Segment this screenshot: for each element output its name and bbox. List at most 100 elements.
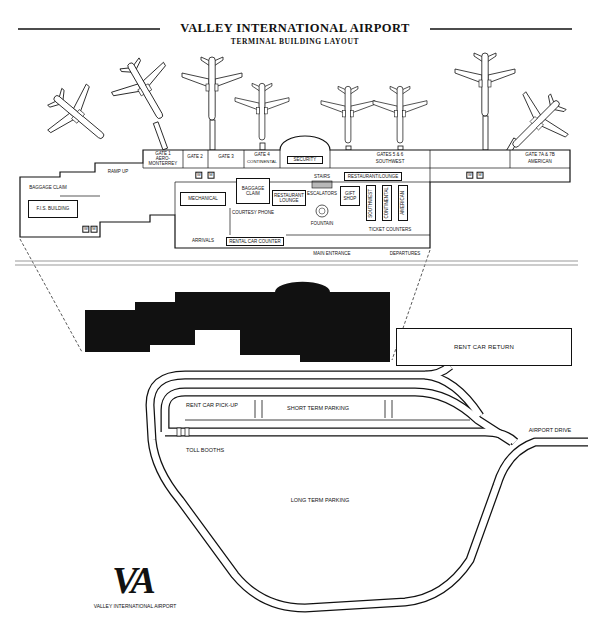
restroom-marker: M	[477, 172, 484, 179]
road	[150, 375, 588, 608]
room-name: BAGGAGE CLAIM	[238, 186, 269, 196]
airline-label: CONTINENTAL	[247, 160, 277, 165]
title-rule	[430, 28, 572, 29]
airplanes	[321, 86, 375, 143]
road-label: TOLL BOOTHS	[185, 447, 225, 453]
road-surface	[425, 375, 480, 416]
room-box: CONTINENTAL	[382, 185, 392, 221]
terminal-walls	[143, 168, 570, 169]
terminal-walls	[60, 196, 100, 197]
terminal-outline	[20, 136, 570, 248]
terminal-walls	[175, 182, 430, 183]
room-box: RENT CAR RETURN	[396, 328, 572, 366]
room-box: GIFT SHOP	[340, 186, 360, 206]
parking-label: SHORT TERM PARKING	[286, 405, 350, 411]
area-label: COURTESY PHONE	[232, 210, 274, 215]
gate-label: GATE 7A & 7B	[525, 152, 554, 157]
room-name: SECURITY	[294, 157, 317, 162]
jetway	[483, 116, 488, 150]
road-surface	[150, 366, 588, 608]
room-box: BAGGAGE CLAIM	[236, 178, 270, 204]
room-name: RESTAURANT LOUNGE	[274, 193, 305, 203]
airplanes	[182, 57, 242, 120]
stairs-symbol	[312, 181, 332, 188]
entrance-label: ARRIVALS	[192, 238, 214, 243]
road	[150, 366, 588, 608]
projection-line	[20, 239, 82, 352]
jetway	[153, 116, 518, 153]
room-name: RENT CAR RETURN	[454, 344, 514, 351]
room-box: SECURITY	[287, 156, 323, 164]
airplanes	[455, 53, 515, 116]
room-box: MECHANICAL	[180, 192, 226, 206]
road	[165, 432, 515, 442]
title-rule	[18, 28, 160, 29]
restroom-marker: W	[195, 172, 202, 179]
road-surface	[165, 432, 515, 442]
fountain-symbol	[319, 208, 325, 214]
map-title: VALLEY INTERNATIONAL AIRPORT	[180, 21, 409, 36]
room-name: F.I.S. BUILDING	[37, 206, 70, 211]
room-name: MECHANICAL	[188, 196, 218, 201]
room-name: RENTAL CAR COUNTER	[229, 239, 281, 244]
area-label: FOUNTAIN	[311, 221, 334, 226]
toll-booth	[177, 428, 181, 436]
terminal-walls	[430, 150, 431, 182]
area-label: ESCALATORS	[307, 191, 337, 196]
terminal-walls	[143, 163, 144, 168]
room-name: AMERICAN	[400, 191, 405, 215]
room-name: SOUTHWEST	[368, 189, 373, 218]
logo-text: VALLEY INTERNATIONAL AIRPORT	[94, 604, 177, 610]
divider-band	[15, 261, 578, 265]
terminal-walls	[230, 208, 231, 235]
gate-label: GATE 3	[218, 154, 234, 159]
room-box: RESTAURANT/LOUNGE	[344, 172, 402, 181]
airplanes	[373, 86, 427, 143]
entrance-label: MAIN ENTRANCE	[313, 251, 350, 256]
fountain-symbol	[316, 205, 328, 217]
divider-band	[15, 265, 578, 266]
area-label: BAGGAGE CLAIM	[29, 185, 67, 190]
toll-booth	[185, 428, 189, 436]
gate-label: GATE 2	[187, 154, 203, 159]
road	[425, 366, 450, 375]
terminal-walls	[208, 150, 209, 168]
airline-label: AMERICAN	[528, 159, 552, 164]
terminal-walls	[175, 182, 176, 215]
road-label: AIRPORT DRIVE	[528, 427, 573, 433]
restroom-marker: W	[466, 172, 473, 179]
terminal-walls	[280, 150, 281, 168]
jetway	[210, 120, 215, 150]
room-name: GIFT SHOP	[342, 191, 359, 201]
airplanes	[35, 74, 122, 160]
room-name: RESTAURANT/LOUNGE	[348, 174, 398, 179]
terminal-walls	[244, 150, 245, 168]
jetway	[260, 143, 265, 150]
room-box: RESTAURANT LOUNGE	[272, 190, 306, 206]
room-box: SOUTHWEST	[366, 185, 376, 221]
road-surface	[150, 375, 588, 608]
room-name: CONTINENTAL	[384, 187, 389, 218]
parking-divider	[385, 400, 386, 418]
room-box: AMERICAN	[398, 185, 408, 221]
airplanes	[235, 83, 289, 140]
logo-mark: VA	[112, 561, 152, 599]
airline-label: SOUTHWEST	[376, 159, 405, 164]
restroom-marker: W	[82, 226, 89, 233]
gate-label: GATE 4	[254, 152, 270, 157]
terminal-walls	[510, 150, 511, 168]
divider-band	[15, 261, 578, 262]
entrance-label: DEPARTURES	[390, 251, 420, 256]
terminal-walls	[330, 150, 331, 168]
parking-divider	[185, 420, 470, 421]
airplanes	[104, 48, 187, 133]
road-label: RENT CAR PICK-UP	[185, 402, 239, 408]
area-label: STAIRS	[314, 174, 330, 179]
parking-label: LONG TERM PARKING	[290, 497, 350, 503]
parking-divider	[262, 400, 263, 418]
jetway	[153, 122, 167, 150]
terminal-walls	[286, 235, 430, 236]
terminal-walls	[60, 150, 570, 235]
